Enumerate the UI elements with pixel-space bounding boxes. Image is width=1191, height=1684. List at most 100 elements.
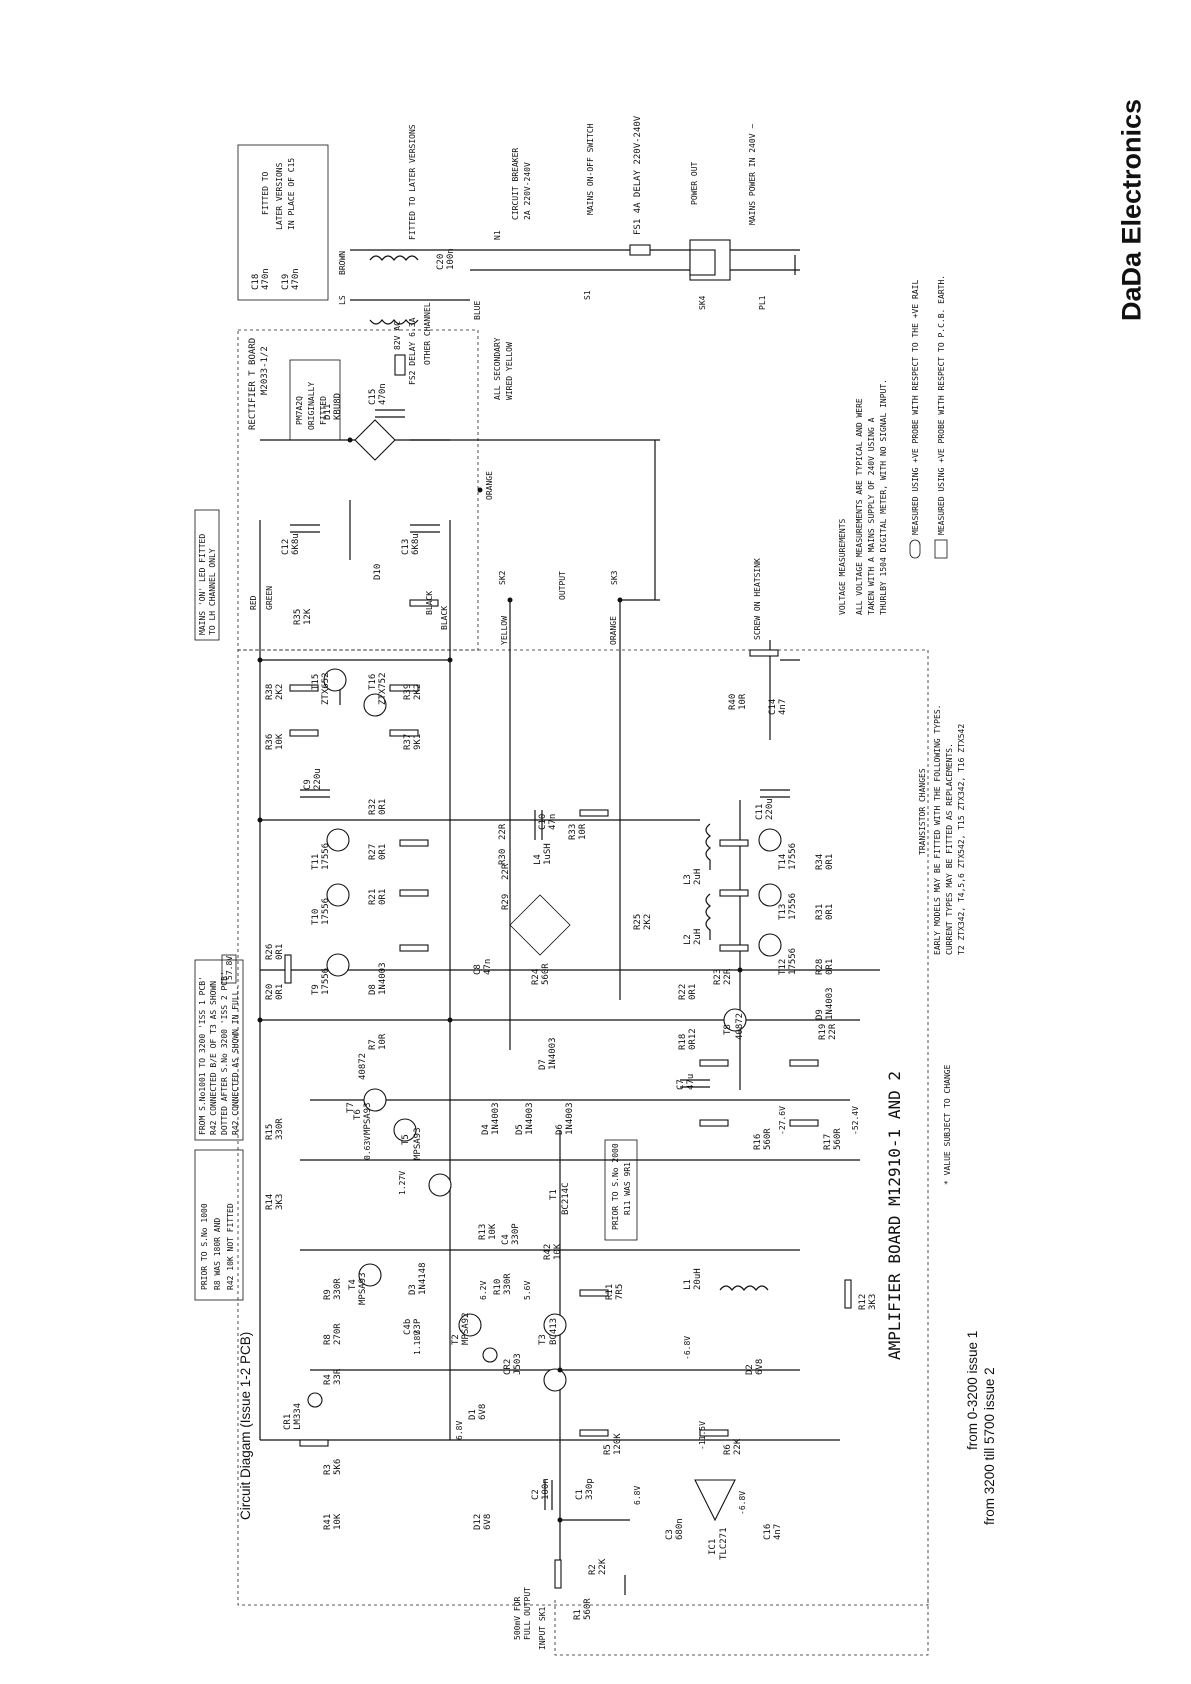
caption-issue2: from 3200 till 5700 issue 2 [982, 1367, 997, 1525]
d3-ref: D3 [408, 1284, 418, 1295]
amplifier-board-frame [237, 649, 929, 1606]
d8-val: 1N4003 [378, 962, 388, 995]
voltage-line-2: TAKEN WITH A MAINS SUPPLY OF 240V USING … [867, 417, 876, 615]
r4-ref: R4 [323, 1374, 333, 1385]
c12-val: 6K8u [291, 533, 301, 555]
value-subject-note: * VALUE SUBJECT TO CHANGE [943, 1064, 952, 1185]
c7-val: 47u [686, 1074, 696, 1090]
c1-val: 330p [585, 1478, 595, 1500]
c1-ref: C1 [575, 1489, 585, 1500]
l2-ref: L2 [683, 934, 693, 945]
c15-ref: C15 [368, 389, 378, 405]
d8-ref: D8 [368, 984, 378, 995]
power-out-socket [689, 249, 716, 276]
voltage-line-1: ALL VOLTAGE MEASUREMENTS ARE TYPICAL AND… [855, 398, 864, 615]
pm-box-1: PM7A2Q [295, 396, 304, 425]
heatsink-label: SCREW ON HEATSINK [753, 558, 762, 640]
r2-val: 22K [598, 1558, 608, 1575]
d4-ref: D4 [481, 1124, 491, 1135]
r24-val: 560R [541, 963, 551, 985]
r41-ref: R41 [323, 1514, 333, 1530]
c4b-val: 33P [413, 1318, 423, 1335]
resistor-symbols [284, 599, 852, 1589]
conn-n1: N1 [493, 230, 502, 240]
t7-type: 40872 [358, 1053, 368, 1080]
t5-type: MPSA93 [413, 1127, 423, 1160]
r7-val: 10R [378, 1033, 388, 1050]
ic1-ref: IC1 [708, 1539, 718, 1555]
v-6-8-a: 6.8V [455, 1421, 464, 1440]
d1-val: 6V8 [478, 1404, 488, 1420]
r36-val: 10K [275, 733, 285, 750]
inductor-l2 [705, 893, 711, 940]
t1-ref: T1 [549, 1189, 559, 1200]
d3-val: 1N4148 [418, 1262, 428, 1295]
note-box-from1001 [194, 959, 244, 1141]
wire-red: RED [249, 595, 258, 610]
d9-ref: D9 [815, 1009, 825, 1020]
rectifier-board-frame [237, 329, 479, 651]
r9-val: 330R [333, 1278, 343, 1300]
wire-green: GREEN [265, 586, 274, 610]
v-1-18: 1.18V [413, 1331, 422, 1355]
transistor-line-1: EARLY MODELS MAY BE FITTED WITH THE FOLL… [933, 705, 942, 955]
r26-ref: R26 [265, 944, 275, 960]
fs2-label: FS2 DELAY 6.3A [408, 317, 417, 385]
wire-blue: BLUE [473, 301, 482, 320]
l3-val: 2uH [693, 869, 703, 885]
r39-val: 2K2 [413, 684, 423, 700]
r31-ref: R31 [815, 904, 825, 920]
r29-ref: R29 [501, 894, 511, 910]
c3-val: 680n [675, 1518, 685, 1540]
v-5-6: 5.6V [523, 1281, 532, 1300]
v-52-4: -52.4V [851, 1106, 860, 1135]
r12-val: 3K3 [868, 1294, 878, 1310]
r3-val: 5K6 [333, 1459, 343, 1475]
conn-sk4: SK4 [698, 295, 707, 310]
t14-ref: T14 [778, 854, 788, 870]
cr2-type: J503 [513, 1353, 523, 1375]
mains-led-1: MAINS 'ON' LED FITTED [198, 534, 207, 635]
probe-pos-note: MEASURED USING +VE PROBE WITH RESPECT TO… [911, 280, 920, 535]
v-1-27: 1.27V [398, 1171, 407, 1195]
r19-val: 22R [828, 1023, 838, 1040]
mains-labels: FITTED TO LATER VERSIONS CIRCUIT BREAKER… [408, 115, 762, 1640]
prior1000-2: R8 WAS 180R AND [213, 1218, 222, 1290]
probe-circle-symbol [909, 539, 921, 559]
t8-type: 40872 [735, 1013, 745, 1040]
input-dashed-lead [554, 1600, 929, 1656]
r12-ref: R12 [858, 1294, 868, 1310]
d2-ref: D2 [745, 1364, 755, 1375]
wire-yellow: YELLOW [500, 616, 509, 645]
fuse-label: FS1 4A DELAY 220V-240V [633, 115, 643, 235]
conn-sk2: SK2 [498, 570, 507, 585]
r33-val: 10R [578, 823, 588, 840]
l4-ref: L4 [533, 854, 543, 865]
r15-ref: R15 [265, 1124, 275, 1140]
t4-ref: T4 [348, 1279, 358, 1290]
c7-ref: C7 [676, 1079, 686, 1090]
d5-val: 1N4003 [525, 1102, 535, 1135]
c16-val: 4n7 [773, 1524, 783, 1540]
r38-ref: R38 [265, 684, 275, 700]
r1-ref: R1 [573, 1609, 583, 1620]
c18-ref: C18 [251, 274, 261, 290]
r8-ref: R8 [323, 1334, 333, 1345]
opamp-ic1 [694, 1479, 736, 1522]
r26-val: 0R1 [275, 944, 285, 960]
c4-ref: C4 [501, 1234, 511, 1245]
r39-ref: R39 [403, 684, 413, 700]
r11-val: 7R5 [615, 1284, 625, 1300]
d4-val: 1N4003 [491, 1102, 501, 1135]
mains-in-label: MAINS POWER IN 240V ~ [748, 124, 757, 225]
r7-ref: R7 [368, 1039, 378, 1050]
amp-board-title: AMPLIFIER BOARD M12910-1 AND 2 [885, 1071, 904, 1360]
r20-ref: R20 [265, 984, 275, 1000]
wire-other-channel: OTHER CHANNEL [423, 302, 432, 365]
rect-board-part: M2033-1/2 [260, 346, 270, 395]
c9-ref: C9 [303, 779, 313, 790]
wire-orange: ORANGE [485, 471, 494, 500]
conn-pl1: PL1 [758, 295, 767, 310]
r31-val: 0R1 [825, 904, 835, 920]
note-box-pm7a2q [289, 359, 341, 441]
